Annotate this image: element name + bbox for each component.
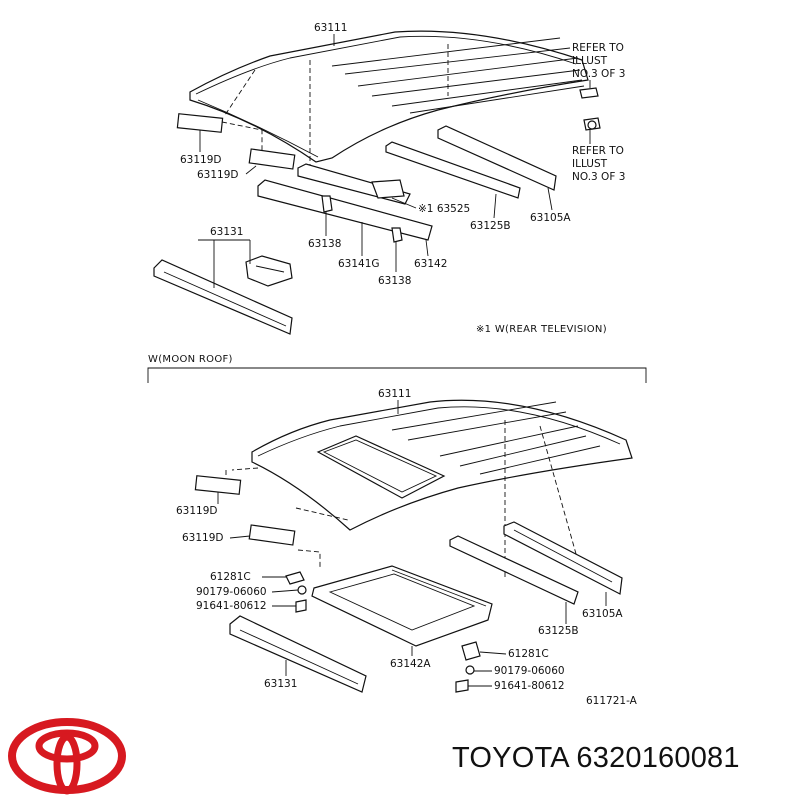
lower-nut-r-label: 90179-06060 [494, 665, 565, 677]
lower-pad-a-label: 63119D [176, 505, 218, 517]
upper-rail-inner-label: 63125B [470, 220, 511, 232]
lower-pad-b [248, 524, 296, 546]
clip-hardware [579, 87, 601, 131]
upper-refer-top-1: REFER TO [572, 42, 624, 54]
lower-rail-inner-label: 63125B [538, 625, 579, 637]
lower-pad-b-label: 63119D [182, 532, 224, 544]
lower-rail-outer-label: 63105A [582, 608, 623, 620]
upper-refer-bot-3: NO.3 OF 3 [572, 171, 625, 183]
upper-reinforcement [257, 163, 433, 243]
lower-hardware-right [455, 641, 481, 693]
upper-pad-a-label: 63119D [180, 154, 222, 166]
brand-part-number: TOYOTA 6320160081 [452, 742, 740, 774]
lower-roof-label: 63111 [378, 388, 411, 400]
upper-refer-bot-1: REFER TO [572, 145, 624, 157]
lower-pad-a [194, 475, 242, 495]
upper-section: 63111 REFER TO ILLUST NO.3 OF 3 REFER TO… [153, 22, 625, 335]
upper-rail-inner [385, 141, 521, 199]
lower-rail-outer [503, 521, 623, 595]
section-bracket-line [147, 367, 647, 383]
upper-front-panel-label: 63131 [210, 226, 243, 238]
lower-front-panel [229, 615, 367, 693]
lower-front-panel-label: 63131 [264, 678, 297, 690]
lower-bracket-l-label: 61281C [210, 571, 251, 583]
upper-stay-a-label: 63138 [308, 238, 341, 250]
drawing-number: 611721-A [586, 695, 638, 707]
upper-refer-top-2: ILLUST [572, 55, 608, 67]
upper-mount-bracket [245, 255, 293, 287]
lower-hardware-left [285, 571, 307, 613]
upper-refer-top-3: NO.3 OF 3 [572, 68, 625, 80]
upper-reinf-label: 63141G [338, 258, 380, 270]
lower-roof-panel [231, 399, 633, 580]
upper-front-panel [153, 259, 293, 335]
upper-bracket-label: ※1 63525 [418, 203, 470, 215]
lower-bolt-l-label: 91641-80612 [196, 600, 267, 612]
sunroof-opening [316, 435, 446, 499]
upper-refer-bot-2: ILLUST [572, 158, 608, 170]
toyota-logo-icon [8, 718, 126, 795]
upper-pad-b [248, 148, 296, 170]
upper-rail-outer-label: 63105A [530, 212, 571, 224]
upper-roof-panel [189, 30, 589, 170]
upper-stay-b-label: 63138 [378, 275, 411, 287]
lower-nut-l-label: 90179-06060 [196, 586, 267, 598]
lower-bracket-r-label: 61281C [508, 648, 549, 660]
moon-roof-section-title: W(MOON ROOF) [148, 354, 233, 365]
upper-rear-reinf-label: 63142 [414, 258, 447, 270]
upper-pad-b-label: 63119D [197, 169, 239, 181]
upper-roof-label: 63111 [314, 22, 347, 34]
lower-rail-inner [449, 535, 579, 605]
lower-sunroof-housing [311, 565, 493, 647]
upper-rail-outer [437, 125, 557, 191]
lower-bolt-r-label: 91641-80612 [494, 680, 565, 692]
lower-section: W(MOON ROOF) [147, 354, 647, 707]
rear-television-note: ※1 W(REAR TELEVISION) [476, 324, 607, 335]
lower-housing-label: 63142A [390, 658, 431, 670]
upper-pad-a [176, 113, 224, 133]
